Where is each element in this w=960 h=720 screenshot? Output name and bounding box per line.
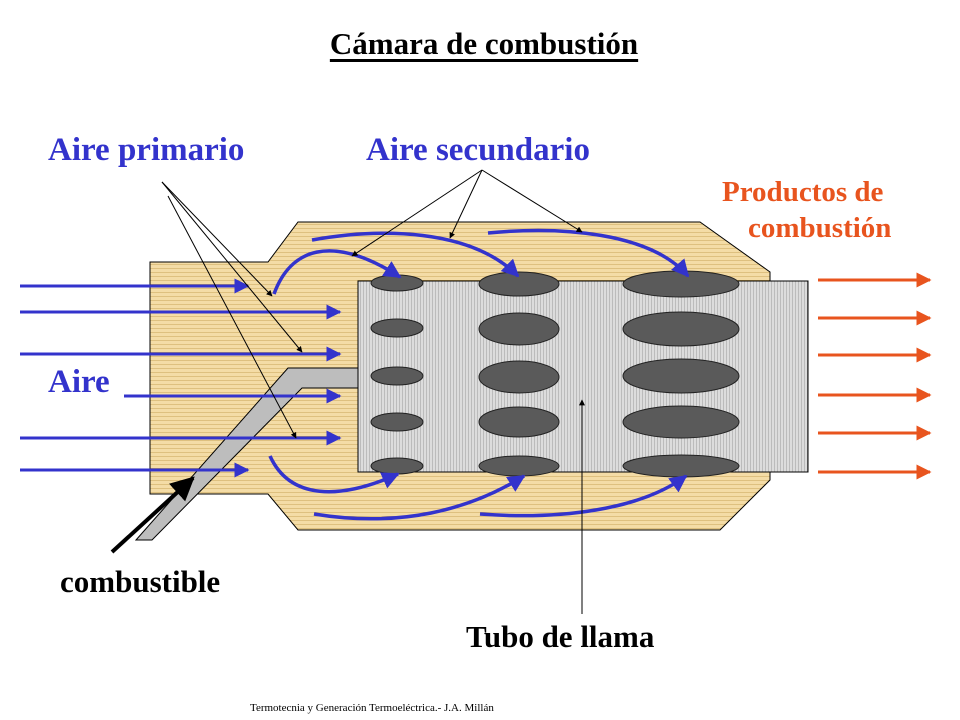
- label-combustible: combustible: [60, 564, 221, 599]
- hole: [622, 454, 740, 478]
- page-title: Cámara de combustión: [329, 26, 639, 61]
- label-aire-secundario: Aire secundario: [366, 132, 590, 168]
- flow-curve: [272, 249, 402, 295]
- flow-curve: [311, 231, 520, 278]
- leader-primario: [161, 181, 303, 353]
- fuel-arrow: [110, 476, 195, 554]
- footer-credit: Termotecnia y Generación Termoeléctrica.…: [250, 702, 494, 714]
- hole: [478, 455, 560, 477]
- flow-curve: [268, 455, 400, 494]
- hole: [478, 271, 560, 297]
- products-arrows: [818, 272, 932, 480]
- hole: [370, 366, 424, 386]
- flow-curve: [487, 228, 690, 278]
- hole: [370, 274, 424, 292]
- leader-secundario: [481, 169, 583, 233]
- hole: [370, 412, 424, 432]
- leader-secundario: [449, 169, 483, 239]
- flame-tube: [357, 280, 809, 473]
- leader-primario: [161, 181, 273, 297]
- hole: [622, 358, 740, 394]
- leader-lines: [161, 169, 585, 614]
- hole: [622, 405, 740, 439]
- hole: [622, 311, 740, 347]
- flow-curves: [268, 228, 690, 521]
- label-productos: Productos de combustión: [722, 174, 960, 246]
- label-aire-primario: Aire primario: [48, 132, 245, 168]
- hole: [370, 318, 424, 338]
- hole: [478, 360, 560, 394]
- label-tubo-de-llama: Tubo de llama: [466, 619, 655, 654]
- flow-curve: [479, 474, 688, 518]
- flow-curve: [313, 474, 526, 521]
- inlet-air-arrows: [20, 278, 342, 478]
- hole: [622, 270, 740, 298]
- leader-primario: [167, 195, 297, 439]
- label-productos-line1: Productos de: [722, 176, 884, 208]
- hole: [478, 312, 560, 346]
- label-productos-line2: combustión: [748, 212, 892, 244]
- hole: [370, 457, 424, 475]
- tube-holes: [370, 270, 740, 478]
- label-aire: Aire: [48, 364, 110, 400]
- hole: [478, 406, 560, 438]
- leader-secundario: [351, 169, 483, 257]
